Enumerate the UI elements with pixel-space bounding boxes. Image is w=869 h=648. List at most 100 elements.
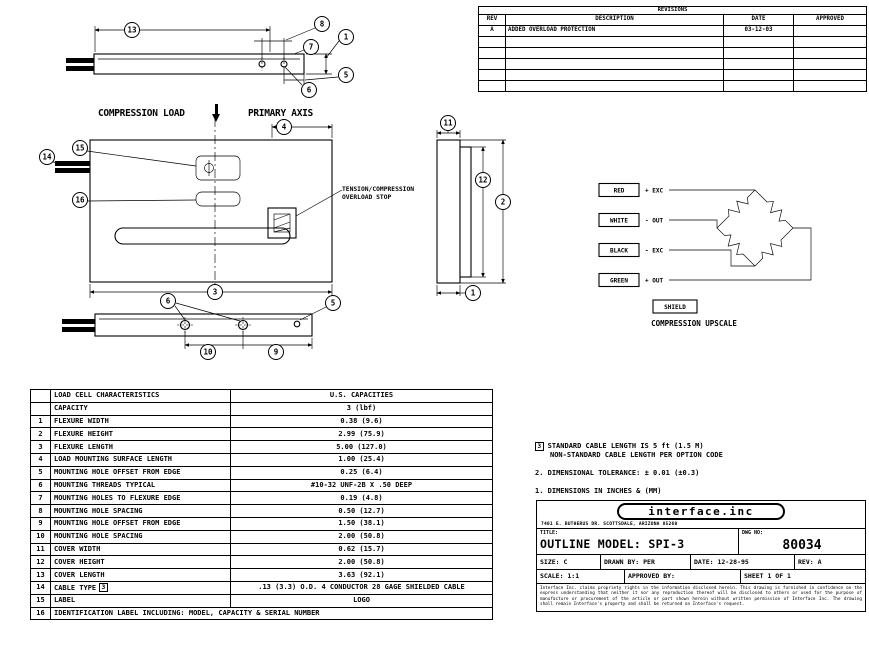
row-value: 2.00 (50.8) [230,555,493,570]
date-field: DATE: 12-28-95 [691,554,795,569]
logo-row: interface.inc 7401 E. BUTHERUS DR. SCOTT… [537,501,865,529]
svg-text:12: 12 [478,176,487,185]
approved-by-field: APPROVED BY: [625,569,741,583]
revision-date: 03-12-03 [723,25,794,37]
wire-black: BLACK - EXC [598,242,755,267]
svg-text:11: 11 [443,119,453,128]
row-label: COVER WIDTH [50,542,231,557]
sheet-field: SHEET 1 OF 1 [744,572,791,580]
svg-text:9: 9 [274,348,279,357]
callout-flexure-length: 3 [207,284,223,300]
svg-text:13: 13 [127,26,137,35]
row-label: LOAD CELL CHARACTERISTICS [50,389,231,403]
svg-text:8: 8 [320,20,325,29]
callout-flexure-width: 1 [338,29,354,45]
callout-mounting-threads: 6 [301,82,317,98]
callout-cover-width: 11 [440,115,456,131]
row-number: 1 [30,414,51,429]
note-ref-box: 3 [99,583,108,593]
row-label: MOUNTING THREADS TYPICAL [50,478,231,493]
row-label: IDENTIFICATION LABEL INCLUDING: MODEL, C… [50,606,493,621]
callout-offset-1-5in: 9 [268,344,284,360]
row-label: CAPACITY [50,401,231,416]
row-value: 0.62 (15.7) [230,542,493,557]
size-row: SIZE: C DRAWN BY: PER DATE: 12-28-95 REV… [537,554,865,570]
svg-text:3: 3 [213,288,218,297]
primary-axis-label: PRIMARY AXIS [247,107,313,119]
svg-text:16: 16 [75,196,85,205]
revisions-body: A ADDED OVERLOAD PROTECTION 03-12-03 [478,25,867,92]
revisions-header-row: REV DESCRIPTION DATE APPROVED [478,14,867,26]
wire-signal-pexc: + EXC [645,187,663,194]
overload-stop-detail [267,207,297,239]
revision-empty-row [478,69,867,81]
revision-empty-row [478,36,867,48]
row-value: #10-32 UNF-2B X .50 DEEP [230,478,493,493]
callout-hole-offset: 5 [338,67,354,83]
drawing-number: 80034 [782,537,822,553]
scale-field: SCALE: 1:1 [537,569,625,583]
row-number: 9 [30,516,51,531]
revision-approved [793,25,867,37]
callout-hole-spacing: 8 [314,16,330,32]
callout-cable-type: 14 [39,149,55,165]
callout-spacing-2in: 10 [200,344,216,360]
row-label: LOAD MOUNTING SURFACE LENGTH [50,452,231,467]
plan-view-drawing: 14 15 16 4 3 [39,118,343,300]
load-axis-label: COMPRESSION LOAD PRIMARY AXIS [98,104,313,122]
row-number: 7 [30,491,51,506]
svg-text:7: 7 [309,43,314,52]
row-number: 11 [30,542,51,557]
row-value: 5.00 (127.0) [230,440,493,454]
row-value: LOGO [230,593,493,608]
dwg-no-cell: DWG NO: 80034 [739,529,865,554]
callout-threads-bottom: 6 [160,293,176,309]
row-number: 14 [30,580,51,595]
callout-flexure-height: 2 [495,194,511,210]
row-label: MOUNTING HOLE SPACING [50,529,231,544]
row-value: .13 (3.3) O.D. 4 CONDUCTOR 28 GAGE SHIEL… [230,580,493,595]
revision-row: A ADDED OVERLOAD PROTECTION 03-12-03 [478,25,867,37]
revisions-col-rev: REV [478,14,506,26]
row-number: 6 [30,478,51,493]
dwg-no-label: DWG NO: [742,529,764,536]
row-value: 2.99 (75.9) [230,427,493,442]
svg-text:4: 4 [282,123,287,132]
note-3-line1: STANDARD CABLE LENGTH IS 5 ft (1.5 M) [547,442,704,450]
svg-text:1: 1 [471,289,476,298]
row-value: 2.00 (50.8) [230,529,493,544]
cable [55,161,90,173]
row-label: COVER LENGTH [50,568,231,582]
side-view-top-drawing: 13 8 7 1 6 5 [66,16,354,98]
callout-id-label: 16 [72,192,88,208]
drawing-title: OUTLINE MODEL: SPI-3 [540,536,685,551]
revisions-caption-row: REVISIONS [478,6,867,15]
row-number: 10 [30,529,51,544]
callout-label: 15 [72,140,88,156]
wire-color-red: RED [614,187,625,194]
title-label: TITLE: [540,529,559,536]
row-value: U.S. CAPACITIES [230,389,493,403]
revisions-table: REVISIONS REV DESCRIPTION DATE APPROVED … [478,6,867,92]
size-field: SIZE: C [537,554,601,569]
wire-color-green: GREEN [610,277,628,284]
compression-load-label: COMPRESSION LOAD [98,107,185,119]
wire-white: WHITE - OUT [598,212,718,228]
svg-text:1: 1 [344,33,349,42]
flexure-body [93,53,305,75]
wire-signal-mout: - OUT [645,217,663,224]
wire-red: RED + EXC [598,182,755,198]
row-number: 4 [30,452,51,467]
svg-text:14: 14 [42,153,52,162]
revision-rev: A [478,25,506,37]
row-label: MOUNTING HOLES TO FLEXURE EDGE [50,491,231,506]
